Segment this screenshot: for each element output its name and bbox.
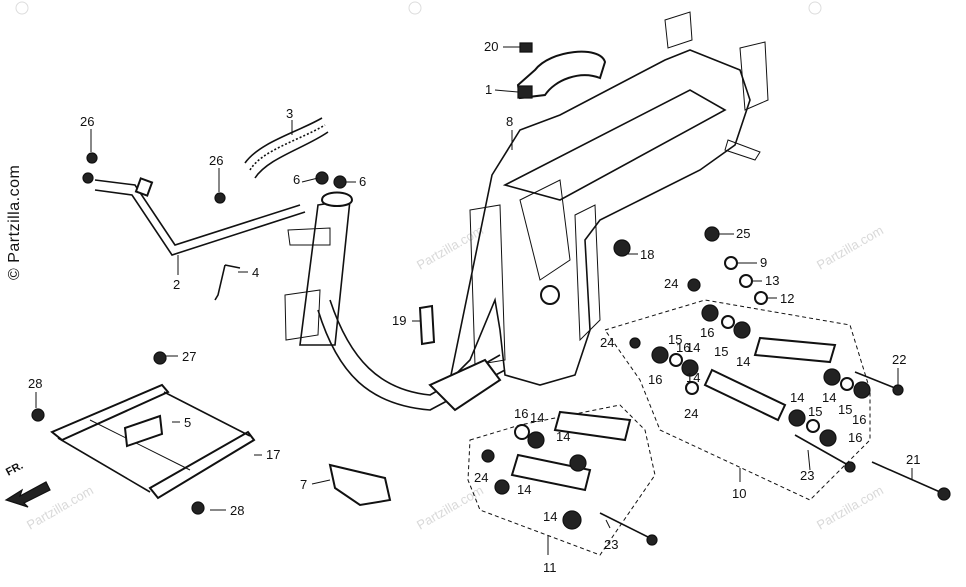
floor-support-17: [31, 351, 256, 515]
callout-9: 9: [760, 255, 767, 270]
watermark-text: Partzilla.com: [414, 482, 486, 532]
part-collar-13: [739, 274, 753, 288]
part-24: [629, 337, 641, 349]
callout-14: 14: [556, 429, 570, 444]
callout-17: 17: [266, 447, 280, 462]
part-25: [704, 226, 720, 242]
copyright-mark-icon: [408, 1, 422, 15]
callout-16: 16: [676, 340, 690, 355]
callout-20: 20: [484, 39, 498, 54]
part-bracket-4: [214, 264, 241, 301]
callout-12: 12: [780, 291, 794, 306]
callout-16: 16: [848, 430, 862, 445]
callout-7: 7: [300, 477, 307, 492]
leader-lines: [35, 46, 913, 555]
callout-14: 14: [790, 390, 804, 405]
callout-5: 5: [184, 415, 191, 430]
callout-28: 28: [28, 376, 42, 391]
callout-26: 26: [80, 114, 94, 129]
watermark-text: Partzilla.com: [814, 222, 886, 272]
callout-25: 25: [736, 226, 750, 241]
callout-16: 16: [514, 406, 528, 421]
part-rubber-5: [123, 414, 164, 448]
part-collar-9: [724, 256, 738, 270]
callout-14: 14: [543, 509, 557, 524]
callout-13: 13: [765, 273, 779, 288]
part-collar-12: [754, 291, 768, 305]
callout-22: 22: [892, 352, 906, 367]
part-plate-7: [328, 463, 392, 507]
callout-24: 24: [664, 276, 678, 291]
callout-16: 16: [648, 372, 662, 387]
callout-21: 21: [906, 452, 920, 467]
callout-16: 16: [852, 412, 866, 427]
callout-27: 27: [182, 349, 196, 364]
engine-hanger-11: [467, 404, 658, 556]
callout-19: 19: [392, 313, 406, 328]
watermark-text: Partzilla.com: [814, 482, 886, 532]
callout-16: 16: [700, 325, 714, 340]
callout-14: 14: [530, 410, 544, 425]
copyright-mark-icon: [15, 1, 29, 15]
callout-14: 14: [517, 482, 531, 497]
callout-11: 11: [543, 560, 557, 575]
callout-15: 15: [838, 402, 852, 417]
part-tube-2: [82, 152, 306, 256]
part-nut-6: [333, 175, 347, 189]
part-clamp-1: [516, 42, 607, 100]
callout-23: 23: [800, 468, 814, 483]
callout-14: 14: [736, 354, 750, 369]
part-24: [687, 278, 701, 292]
part-19: [418, 304, 436, 346]
callout-24: 24: [684, 406, 698, 421]
callout-28: 28: [230, 503, 244, 518]
part-hose-3: [244, 117, 329, 179]
callout-26: 26: [209, 153, 223, 168]
callout-24: 24: [600, 335, 614, 350]
engine-hanger-10: [604, 299, 951, 501]
callout-24: 24: [474, 470, 488, 485]
callout-1: 1: [485, 82, 492, 97]
front-arrow-icon: [4, 481, 51, 508]
callout-14: 14: [686, 370, 700, 385]
callout-3: 3: [286, 106, 293, 121]
callout-6: 6: [293, 172, 300, 187]
watermark-text: Partzilla.com: [414, 222, 486, 272]
copyright-mark-icon: [808, 1, 822, 15]
callout-18: 18: [640, 247, 654, 262]
part-18: [613, 239, 631, 257]
callout-14: 14: [822, 390, 836, 405]
callout-15: 15: [808, 404, 822, 419]
callout-23: 23: [604, 537, 618, 552]
callout-15: 15: [668, 332, 682, 347]
callout-2: 2: [173, 277, 180, 292]
callout-10: 10: [732, 486, 746, 501]
main-frame: [284, 11, 769, 412]
repeat-watermarks: Partzilla.com Partzilla.com Partzilla.co…: [15, 1, 886, 533]
callout-4: 4: [252, 265, 259, 280]
callout-numbers: 20 1 8 3 26 26 6 6 2 4 25 18 9 24 13 12 …: [28, 39, 920, 575]
callout-14: 14: [686, 340, 700, 355]
callout-8: 8: [506, 114, 513, 129]
callout-6: 6: [359, 174, 366, 189]
callout-15: 15: [714, 344, 728, 359]
